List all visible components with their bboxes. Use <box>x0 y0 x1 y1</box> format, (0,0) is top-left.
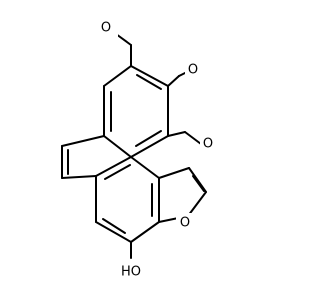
methoxy-bonds <box>115 33 202 145</box>
alkene-bonds <box>61 135 105 179</box>
oxygen-label-middle: O <box>188 63 198 78</box>
furan-oxygen-label: O <box>180 216 190 231</box>
oxygen-label-top: O <box>101 21 111 36</box>
furan-ring <box>158 167 207 223</box>
hydroxyl-label: HO <box>121 265 141 280</box>
benzofuran-benzene-ring <box>95 156 160 243</box>
trimethoxyphenyl-ring <box>103 65 169 158</box>
molecule-structure: O O O O HO <box>61 18 218 283</box>
atom-labels: O O O O HO <box>96 18 218 283</box>
oxygen-label-right: O <box>203 137 213 152</box>
